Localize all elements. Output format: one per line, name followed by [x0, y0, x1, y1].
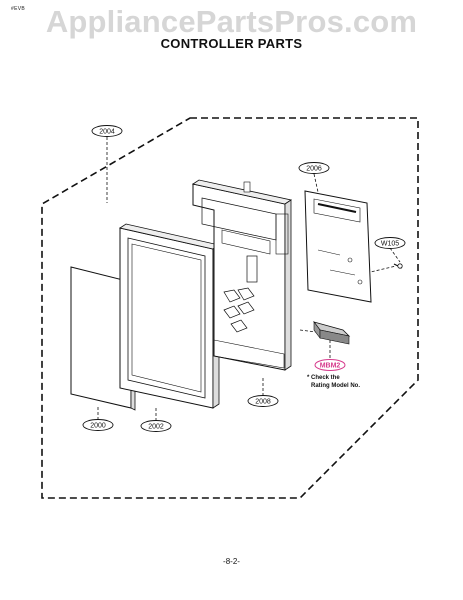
label-ovals	[82, 125, 406, 432]
part-w105-screw	[393, 263, 403, 269]
part-2002-frame	[119, 223, 220, 409]
label-2002: 2002	[148, 424, 164, 431]
watermark-logo: AppliancePartsPros.com	[45, 4, 418, 39]
page-number: -8-2-	[223, 557, 240, 566]
corner-mark: #EVB	[11, 6, 25, 12]
page-title: CONTROLLER PARTS	[160, 36, 303, 51]
label-mbm2: MBM2	[320, 363, 341, 370]
label-2004: 2004	[99, 129, 115, 136]
label-2006: 2006	[306, 166, 322, 173]
part-2006-pcb	[304, 190, 372, 303]
label-w105: W105	[381, 241, 399, 248]
mbm2-oval	[314, 359, 346, 371]
label-2008: 2008	[255, 399, 271, 406]
note-line-2: Rating Model No.	[311, 383, 360, 389]
part-2008-housing	[191, 179, 293, 371]
label-2000: 2000	[90, 423, 106, 430]
note-line-1: * Check the	[307, 375, 340, 381]
part-mbm2-module	[312, 321, 351, 345]
